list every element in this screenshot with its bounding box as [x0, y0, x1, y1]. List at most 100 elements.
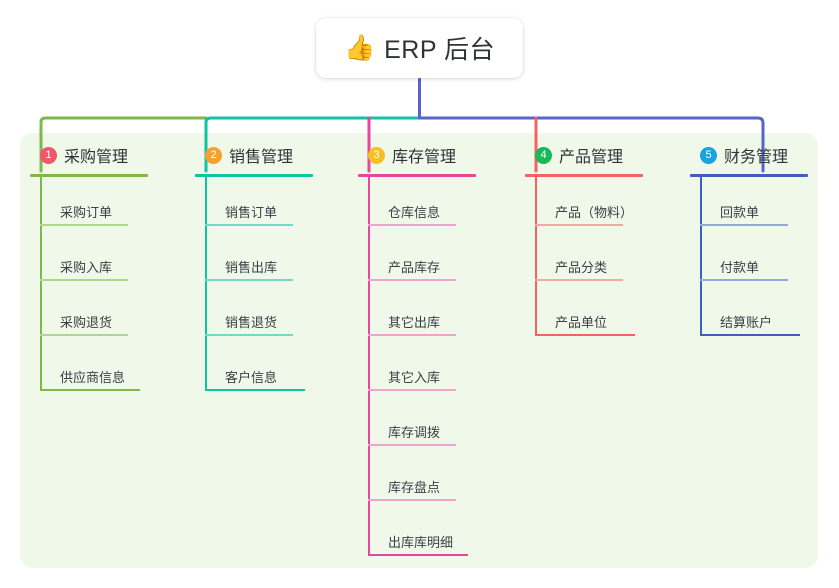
leaf-rule	[535, 224, 623, 226]
leaf-rule	[368, 334, 456, 336]
leaf-label: 其它入库	[388, 370, 441, 385]
leaf-spine	[368, 177, 370, 556]
thumbs-up-icon: 👍	[343, 33, 376, 62]
column-销售管理: 2 销售管理销售订单销售出库销售退货客户信息	[195, 143, 313, 397]
leaf-label: 客户信息	[225, 370, 278, 385]
bus-segment-blue	[418, 116, 765, 173]
leaf-item[interactable]: 库存调拨	[358, 397, 476, 452]
leaf-item[interactable]: 销售出库	[195, 232, 313, 287]
bus-segment-green	[39, 116, 208, 173]
leaf-spine	[40, 177, 42, 391]
leaf-item[interactable]: 采购退货	[30, 287, 148, 342]
column-header-2[interactable]: 2 销售管理	[195, 143, 313, 167]
leaf-label: 采购入库	[60, 260, 113, 275]
leaf-spine	[535, 177, 537, 336]
column-rule	[30, 174, 148, 177]
column-number-badge: 5	[700, 146, 717, 164]
leaf-label: 仓库信息	[388, 205, 441, 220]
root-title: ERP 后台	[384, 36, 496, 64]
column-rule	[358, 174, 476, 177]
leaf-rule	[535, 334, 635, 336]
leaf-item[interactable]: 付款单	[690, 232, 808, 287]
column-库存管理: 3 库存管理仓库信息产品库存其它出库其它入库库存调拨库存盘点出库库明细	[358, 143, 476, 562]
column-header-3[interactable]: 3 库存管理	[358, 143, 476, 167]
leaf-label: 付款单	[720, 260, 760, 275]
leaf-item[interactable]: 其它入库	[358, 342, 476, 397]
leaf-list: 产品（物料） 产品分类产品单位	[525, 177, 643, 342]
leaf-label: 供应商信息	[60, 370, 126, 385]
column-title: 库存管理	[392, 149, 457, 166]
leaf-item[interactable]: 产品分类	[525, 232, 643, 287]
leaf-list: 采购订单采购入库采购退货供应商信息	[30, 177, 148, 397]
leaf-list: 销售订单销售出库销售退货客户信息	[195, 177, 313, 397]
column-number-badge: 3	[368, 146, 385, 164]
leaf-rule	[368, 499, 456, 501]
leaf-label: 产品库存	[388, 260, 441, 275]
leaf-label: 采购退货	[60, 315, 113, 330]
root-node-content: 👍 ERP 后台	[344, 30, 495, 66]
column-title: 销售管理	[229, 149, 294, 166]
leaf-rule	[205, 224, 293, 226]
leaf-rule	[40, 224, 128, 226]
column-rule	[195, 174, 313, 177]
leaf-label: 产品（物料）	[555, 205, 634, 220]
column-rule	[690, 174, 808, 177]
leaf-rule	[40, 334, 128, 336]
leaf-item[interactable]: 产品库存	[358, 232, 476, 287]
leaf-spine	[205, 177, 207, 391]
leaf-item[interactable]: 采购入库	[30, 232, 148, 287]
column-header-4[interactable]: 4 产品管理	[525, 143, 643, 167]
leaf-label: 采购订单	[60, 205, 113, 220]
root-node[interactable]: 👍 ERP 后台	[316, 18, 523, 78]
leaf-item[interactable]: 仓库信息	[358, 177, 476, 232]
leaf-label: 销售退货	[225, 315, 278, 330]
leaf-item[interactable]: 其它出库	[358, 287, 476, 342]
leaf-item[interactable]: 客户信息	[195, 342, 313, 397]
leaf-label: 回款单	[720, 205, 760, 220]
leaf-rule	[368, 224, 456, 226]
diagram-panel	[20, 133, 818, 568]
leaf-item[interactable]: 产品单位	[525, 287, 643, 342]
leaf-item[interactable]: 回款单	[690, 177, 808, 232]
leaf-label: 其它出库	[388, 315, 441, 330]
leaf-rule	[700, 334, 800, 336]
leaf-label: 销售订单	[225, 205, 278, 220]
leaf-item[interactable]: 销售退货	[195, 287, 313, 342]
column-title: 采购管理	[64, 149, 129, 166]
leaf-item[interactable]: 供应商信息	[30, 342, 148, 397]
leaf-label: 库存调拨	[388, 425, 441, 440]
leaf-label: 产品单位	[555, 315, 608, 330]
leaf-label: 库存盘点	[388, 480, 441, 495]
leaf-rule	[205, 279, 293, 281]
leaf-item[interactable]: 出库库明细	[358, 507, 476, 562]
leaf-rule	[40, 389, 140, 391]
leaf-item[interactable]: 产品（物料）	[525, 177, 643, 232]
leaf-rule	[40, 279, 128, 281]
leaf-item[interactable]: 采购订单	[30, 177, 148, 232]
leaf-label: 产品分类	[555, 260, 608, 275]
leaf-item[interactable]: 库存盘点	[358, 452, 476, 507]
column-number-badge: 2	[205, 146, 222, 164]
leaf-item[interactable]: 销售订单	[195, 177, 313, 232]
column-title: 产品管理	[559, 149, 624, 166]
leaf-rule	[368, 444, 456, 446]
leaf-label: 结算账户	[720, 315, 773, 330]
leaf-item[interactable]: 结算账户	[690, 287, 808, 342]
leaf-rule	[368, 554, 468, 556]
leaf-label: 出库库明细	[388, 535, 454, 550]
column-number-badge: 4	[535, 146, 552, 164]
leaf-rule	[205, 334, 293, 336]
leaf-rule	[368, 279, 456, 281]
leaf-rule	[700, 224, 788, 226]
leaf-list: 回款单付款单结算账户	[690, 177, 808, 342]
leaf-rule	[205, 389, 305, 391]
bus-segment-teal	[204, 116, 421, 173]
leaf-rule	[368, 389, 456, 391]
leaf-rule	[535, 279, 623, 281]
